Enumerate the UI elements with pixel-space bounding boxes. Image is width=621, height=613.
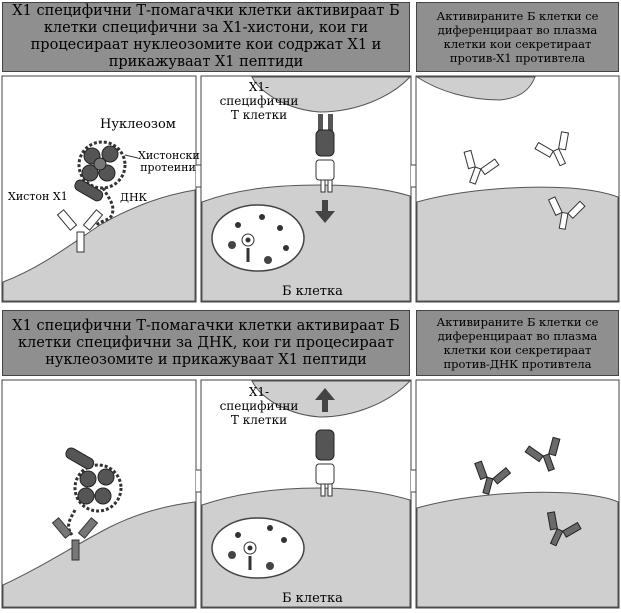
bottom-bcr xyxy=(51,517,99,561)
top-label-tcell: X1-специфични Т клетки xyxy=(219,80,299,122)
bottom-panel-1-bcell-surface xyxy=(2,501,196,608)
label-dna: ДНК xyxy=(120,191,148,204)
bottom-signal-arrow-up xyxy=(315,388,335,412)
top-tcr-complex xyxy=(315,114,335,193)
top-panel-1-bcell-surface xyxy=(2,189,196,302)
label-histone-proteins: Хистонски протеини xyxy=(138,149,200,174)
top-header-side: Активираните Б клетки се диференцираат в… xyxy=(416,2,619,72)
top-signal-arrow-down xyxy=(315,200,335,223)
bottom-label-bcell: Б клетка xyxy=(282,591,343,606)
bottom-plasma-cell xyxy=(416,491,619,608)
top-plasma-cell xyxy=(416,186,619,302)
bottom-endosome xyxy=(211,517,305,579)
bottom-label-tcell: X1-специфични Т клетки xyxy=(219,385,299,427)
bottom-tcr-complex xyxy=(315,429,335,497)
top-bcr xyxy=(56,209,104,253)
bottom-header-main: X1 специфични Т-помагачки клетки активир… xyxy=(2,310,410,376)
label-nucleosome: Нуклеозом xyxy=(100,117,176,132)
top-header-main-text: X1 специфични Т-помагачки клетки активир… xyxy=(12,3,400,70)
bottom-header-side-text: Активираните Б клетки се диференцираат в… xyxy=(436,315,599,371)
bottom-header-main-text: X1 специфични Т-помагачки клетки активир… xyxy=(12,317,400,368)
top-nucleosome xyxy=(74,140,127,227)
top-tcell xyxy=(251,76,412,113)
top-header-side-text: Активираните Б клетки се диференцираат в… xyxy=(436,9,599,65)
bottom-header-side: Активираните Б клетки се диференцираат в… xyxy=(416,310,619,376)
top-label-bcell: Б клетка xyxy=(282,284,343,299)
bottom-nucleosome xyxy=(65,447,123,536)
label-histone-x1: Хистон X1 xyxy=(8,190,68,203)
top-header-main: X1 специфични Т-помагачки клетки активир… xyxy=(2,2,410,72)
top-endosome xyxy=(211,204,305,272)
